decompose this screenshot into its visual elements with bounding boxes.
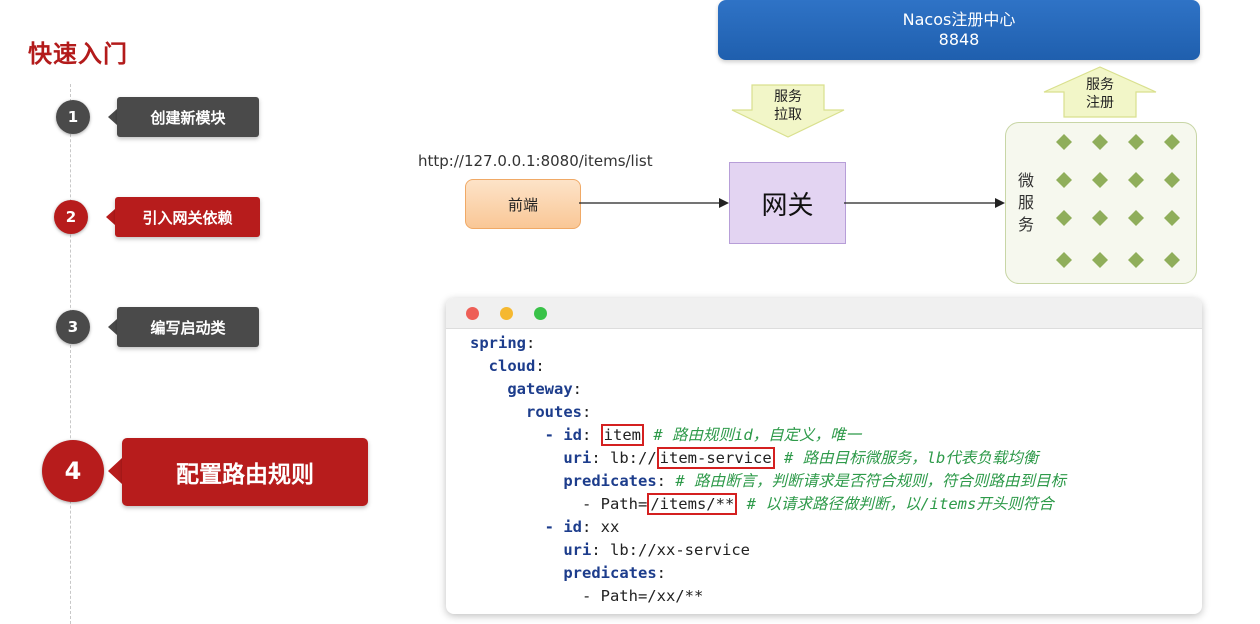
code-line: predicates: # 路由断言，判断请求是否符合规则，符合则路由到目标 (563, 472, 1066, 490)
instance-diamond (1128, 252, 1144, 268)
instance-diamond (1128, 134, 1144, 150)
timeline-line (70, 84, 71, 624)
code-line: cloud: (488, 357, 545, 375)
frontend-to-gateway-arrow (579, 198, 729, 208)
code-window: spring: cloud: gateway: routes: - id: it… (446, 298, 1202, 614)
code-line: - Path=/xx/** (581, 587, 704, 605)
close-dot-icon (466, 307, 479, 320)
step-1-label[interactable]: 创建新模块 (117, 97, 259, 137)
instance-diamond (1128, 210, 1144, 226)
nacos-title: Nacos注册中心 (902, 10, 1016, 29)
instance-diamond (1092, 134, 1108, 150)
service-register-label: 服务注册 (1086, 77, 1114, 111)
gateway-to-microservices-arrow (844, 198, 1005, 208)
service-register-arrow (1043, 66, 1157, 118)
instance-diamond (1056, 210, 1072, 226)
step-1-number: 1 (56, 100, 90, 134)
instance-diamond (1056, 252, 1072, 268)
microservices-label: 微服务 (1017, 171, 1034, 234)
step-2-label[interactable]: 引入网关依赖 (115, 197, 260, 237)
maximize-dot-icon (534, 307, 547, 320)
highlight-route-path: /items/** (647, 493, 738, 515)
gateway-box: 网关 (729, 162, 846, 244)
step-3-number: 3 (56, 310, 90, 344)
code-window-titlebar (446, 298, 1202, 329)
instance-diamond (1164, 134, 1180, 150)
code-line: uri: lb://item-service # 路由目标微服务，lb代表负载均… (563, 447, 1039, 469)
step-2-pointer (106, 209, 115, 225)
step-2-number: 2 (54, 200, 88, 234)
nacos-registry-box: Nacos注册中心 8848 (718, 0, 1200, 60)
highlight-route-id: item (600, 424, 644, 446)
page-title: 快速入门 (28, 40, 128, 68)
code-line: - Path=/items/** # 以请求路径做判断，以/items开头则符合 (581, 493, 1054, 515)
code-line: - id: item # 路由规则id，自定义，唯一 (544, 424, 862, 446)
code-line: routes: (526, 403, 592, 421)
service-pull-arrow (731, 84, 845, 138)
request-url: http://127.0.0.1:8080/items/list (418, 152, 653, 170)
step-4-label[interactable]: 配置路由规则 (122, 438, 368, 506)
instance-diamond (1164, 172, 1180, 188)
service-pull-label: 服务拉取 (774, 89, 802, 123)
instance-diamond (1164, 210, 1180, 226)
step-3-pointer (108, 319, 117, 335)
instance-diamond (1056, 134, 1072, 150)
code-line: spring: (470, 334, 536, 352)
instance-diamond (1092, 172, 1108, 188)
code-line: predicates: (563, 564, 666, 582)
step-3-label[interactable]: 编写启动类 (117, 307, 259, 347)
code-line: uri: lb://xx-service (563, 541, 750, 559)
step-1-pointer (108, 109, 117, 125)
instance-diamond (1128, 172, 1144, 188)
frontend-box: 前端 (465, 179, 581, 229)
code-line: - id: xx (544, 518, 620, 536)
minimize-dot-icon (500, 307, 513, 320)
instance-diamond (1092, 252, 1108, 268)
yaml-code: spring: cloud: gateway: routes: - id: it… (470, 332, 1066, 608)
instance-diamond (1164, 252, 1180, 268)
microservice-instances (1056, 134, 1180, 268)
instance-diamond (1056, 172, 1072, 188)
highlight-route-uri: item-service (656, 447, 775, 469)
code-line: gateway: (507, 380, 582, 398)
step-4-pointer (108, 458, 122, 484)
step-4-number: 4 (42, 440, 104, 502)
instance-diamond (1092, 210, 1108, 226)
nacos-port: 8848 (938, 30, 980, 49)
